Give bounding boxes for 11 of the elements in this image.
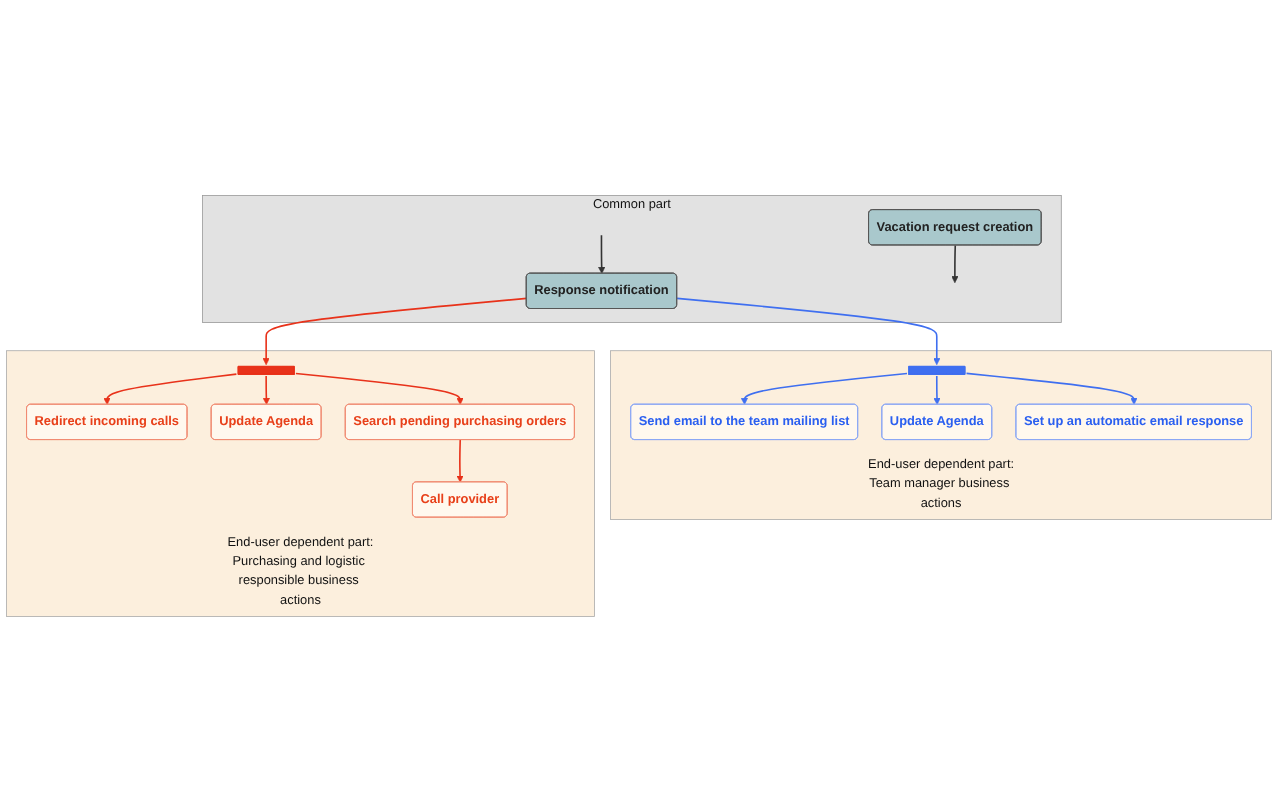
arrow — [933, 375, 941, 405]
arrow — [951, 244, 959, 284]
arrow — [103, 373, 238, 405]
arrow — [965, 372, 1138, 405]
arrow — [295, 372, 464, 405]
arrow — [740, 372, 908, 405]
arrow — [456, 439, 464, 483]
arrow — [598, 234, 606, 274]
arrow — [262, 297, 528, 366]
arrow — [262, 375, 270, 405]
arrow — [676, 297, 941, 366]
